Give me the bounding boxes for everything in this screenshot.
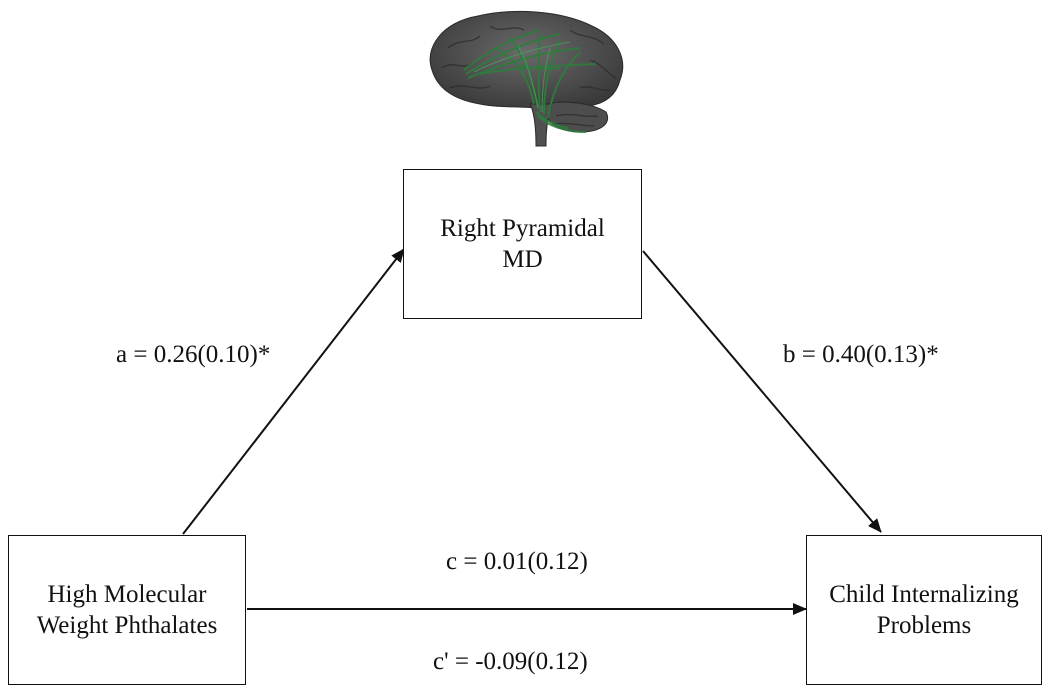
outcome-label-line1: Child Internalizing	[829, 581, 1019, 608]
path-a-label: a = 0.26(0.10)*	[116, 341, 271, 368]
outcome-box: Child Internalizing Problems	[806, 535, 1042, 685]
arrow-a	[182, 248, 405, 535]
predictor-label-line1: High Molecular	[47, 581, 207, 608]
outcome-label-line2: Problems	[876, 612, 972, 639]
mediator-label-line2: MD	[502, 246, 543, 273]
mediator-box: Right Pyramidal MD	[403, 169, 642, 319]
brain-tractography-icon	[429, 10, 624, 147]
predictor-box: High Molecular Weight Phthalates	[8, 535, 246, 685]
path-b-label: b = 0.40(0.13)*	[783, 341, 939, 368]
predictor-label-line2: Weight Phthalates	[36, 612, 218, 639]
path-c-prime-label: c' = -0.09(0.12)	[433, 648, 588, 675]
mediator-label-line1: Right Pyramidal	[440, 215, 605, 242]
arrow-b	[642, 250, 882, 533]
path-c-label: c = 0.01(0.12)	[446, 548, 588, 575]
